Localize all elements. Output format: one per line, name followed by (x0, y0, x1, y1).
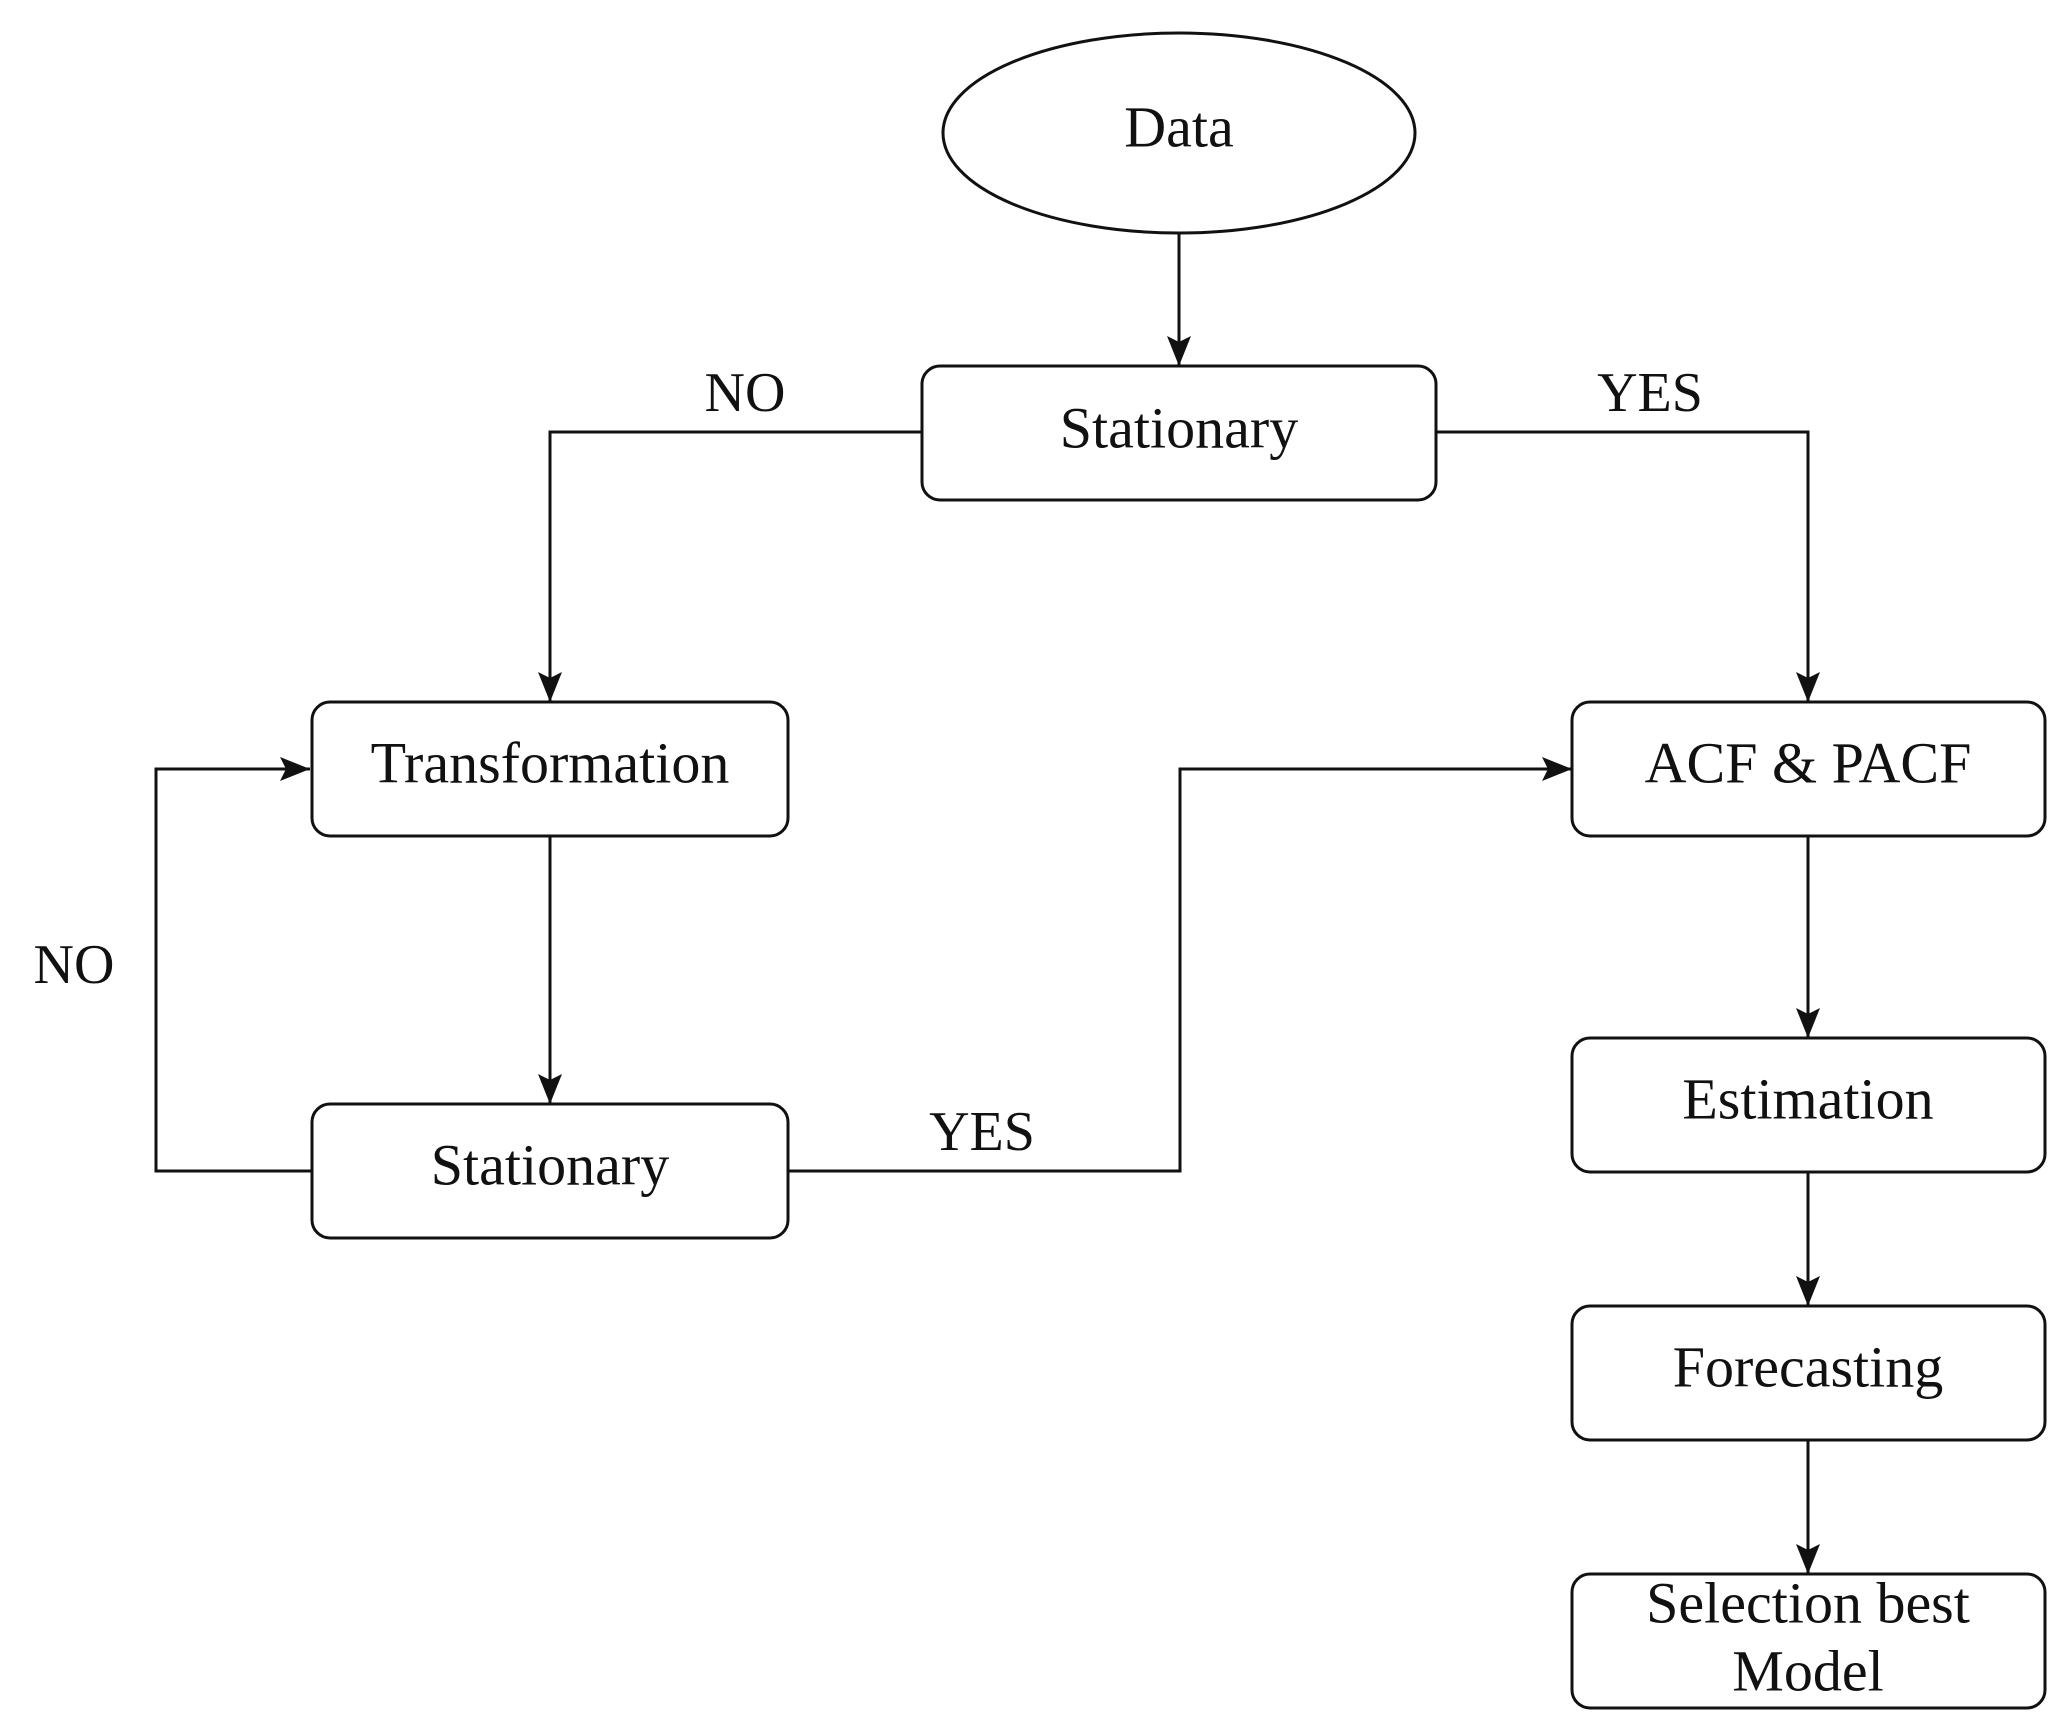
node-stationary-top: Stationary (920, 364, 1438, 502)
edge-loop-no-to-transformation (154, 757, 312, 1173)
edge-stationary-yes-to-acf (1436, 430, 1820, 702)
edge-label-loop-no: NO (34, 934, 115, 996)
node-stationary-bottom: Stationary (310, 1102, 790, 1240)
edge-stationary-no-to-transformation (538, 430, 922, 702)
edge-stationary-yes-to-acf-bottom (788, 757, 1572, 1173)
node-data: Data (941, 31, 1417, 235)
node-acf-pacf-label: ACF & PACF (1645, 730, 1972, 795)
edge-label-top-yes: YES (1597, 362, 1703, 424)
node-data-label: Data (1124, 94, 1234, 159)
node-forecasting: Forecasting (1570, 1304, 2047, 1442)
edge-label-top-no: NO (705, 362, 786, 424)
node-estimation: Estimation (1570, 1036, 2047, 1174)
node-estimation-label: Estimation (1682, 1066, 1933, 1131)
node-stationary-top-label: Stationary (1060, 395, 1298, 460)
node-selection-label-line1: Selection best (1646, 1570, 1970, 1635)
node-selection-best-model: Selection best Model (1570, 1570, 2047, 1710)
node-forecasting-label: Forecasting (1673, 1334, 1944, 1399)
node-selection-label-line2: Model (1732, 1638, 1883, 1703)
edge-label-bottom-yes: YES (929, 1101, 1035, 1163)
node-acf-pacf: ACF & PACF (1570, 700, 2047, 838)
node-transformation: Transformation (310, 700, 790, 838)
node-transformation-label: Transformation (371, 730, 730, 795)
node-stationary-bottom-label: Stationary (431, 1132, 669, 1197)
